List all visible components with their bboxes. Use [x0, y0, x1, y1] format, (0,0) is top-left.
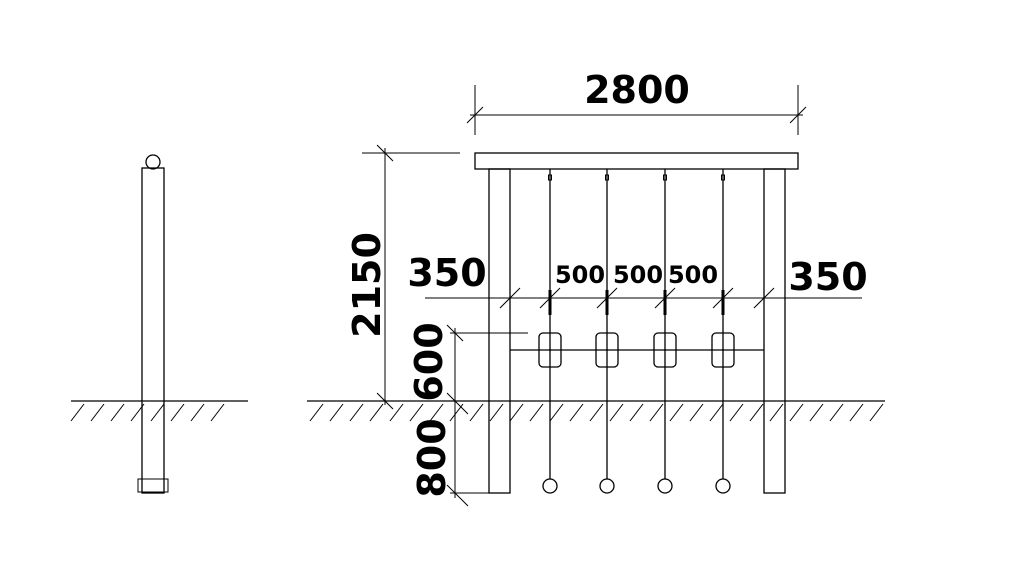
- dim-right-offset: 350: [788, 255, 867, 299]
- dimension-spacing: 350 350 500 500 500: [407, 251, 868, 309]
- side-ground-hatch: [70, 403, 225, 422]
- hatch-mark: [709, 403, 724, 422]
- side-beam-section: [145, 154, 161, 170]
- hatch-mark: [689, 403, 704, 422]
- top-beam: [474, 152, 799, 170]
- weight-ball: [542, 478, 558, 494]
- dim-spacing-1: 500: [555, 261, 605, 289]
- hatch-mark: [789, 403, 804, 422]
- hatch-mark: [170, 403, 185, 422]
- sliding-block: [595, 332, 619, 368]
- hatch-mark: [769, 403, 784, 422]
- hatch-mark: [869, 403, 884, 422]
- dimension-2150: 2150: [345, 144, 460, 410]
- hatch-mark: [409, 403, 424, 422]
- hatch-mark: [389, 403, 404, 422]
- hatch-mark: [649, 403, 664, 422]
- dim-tick: [712, 287, 734, 309]
- hatch-mark: [429, 403, 444, 422]
- hatch-mark: [210, 403, 225, 422]
- hatch-mark: [509, 403, 524, 422]
- dim-total-width: 2800: [584, 68, 690, 112]
- weight-ball: [657, 478, 673, 494]
- hatch-mark: [190, 403, 205, 422]
- hatch-mark: [549, 403, 564, 422]
- dim-spacing-2: 500: [613, 261, 663, 289]
- left-post: [488, 168, 511, 494]
- side-view: [70, 154, 248, 494]
- hatch-mark: [329, 403, 344, 422]
- dim-tick: [596, 287, 618, 309]
- dim-tick: [499, 287, 521, 309]
- hatch-mark: [609, 403, 624, 422]
- hatch-mark: [110, 403, 125, 422]
- hatch-mark: [150, 403, 165, 422]
- hatch-mark: [309, 403, 324, 422]
- dim-embed-depth: 800: [410, 418, 454, 497]
- front-view: [307, 152, 885, 494]
- dim-tick: [654, 287, 676, 309]
- hatch-mark: [629, 403, 644, 422]
- hatch-mark: [489, 403, 504, 422]
- dim-spacing-3: 500: [668, 261, 718, 289]
- weight-ball: [599, 478, 615, 494]
- hatch-mark: [829, 403, 844, 422]
- dim-bar-height: 600: [407, 322, 451, 401]
- dimension-2800: 2800: [466, 68, 807, 135]
- sliding-block: [711, 332, 735, 368]
- ground-hatch: [309, 403, 884, 422]
- sliding-block: [538, 332, 562, 368]
- hatch-mark: [369, 403, 384, 422]
- pendulum-assembly: [711, 169, 735, 494]
- dim-tick: [539, 287, 561, 309]
- right-post: [763, 168, 786, 494]
- pendulum-assembly: [653, 169, 677, 494]
- hatch-mark: [809, 403, 824, 422]
- hatch-mark: [469, 403, 484, 422]
- dim-left-offset: 350: [407, 251, 486, 295]
- dim-total-height: 2150: [345, 232, 389, 338]
- hatch-mark: [349, 403, 364, 422]
- hatch-mark: [90, 403, 105, 422]
- weight-ball: [715, 478, 731, 494]
- side-post: [141, 167, 165, 494]
- hatch-mark: [749, 403, 764, 422]
- side-base-plate: [137, 478, 169, 493]
- pendulum-assembly: [538, 169, 562, 494]
- hatch-mark: [130, 403, 145, 422]
- hatch-mark: [669, 403, 684, 422]
- sliding-block: [653, 332, 677, 368]
- hatch-mark: [529, 403, 544, 422]
- hanging-rods: [538, 169, 735, 494]
- hatch-mark: [589, 403, 604, 422]
- dim-tick: [753, 287, 775, 309]
- hatch-mark: [569, 403, 584, 422]
- hatch-mark: [70, 403, 85, 422]
- hatch-mark: [849, 403, 864, 422]
- pendulum-assembly: [595, 169, 619, 494]
- dimension-600-800: 600 800: [407, 322, 528, 507]
- hatch-mark: [729, 403, 744, 422]
